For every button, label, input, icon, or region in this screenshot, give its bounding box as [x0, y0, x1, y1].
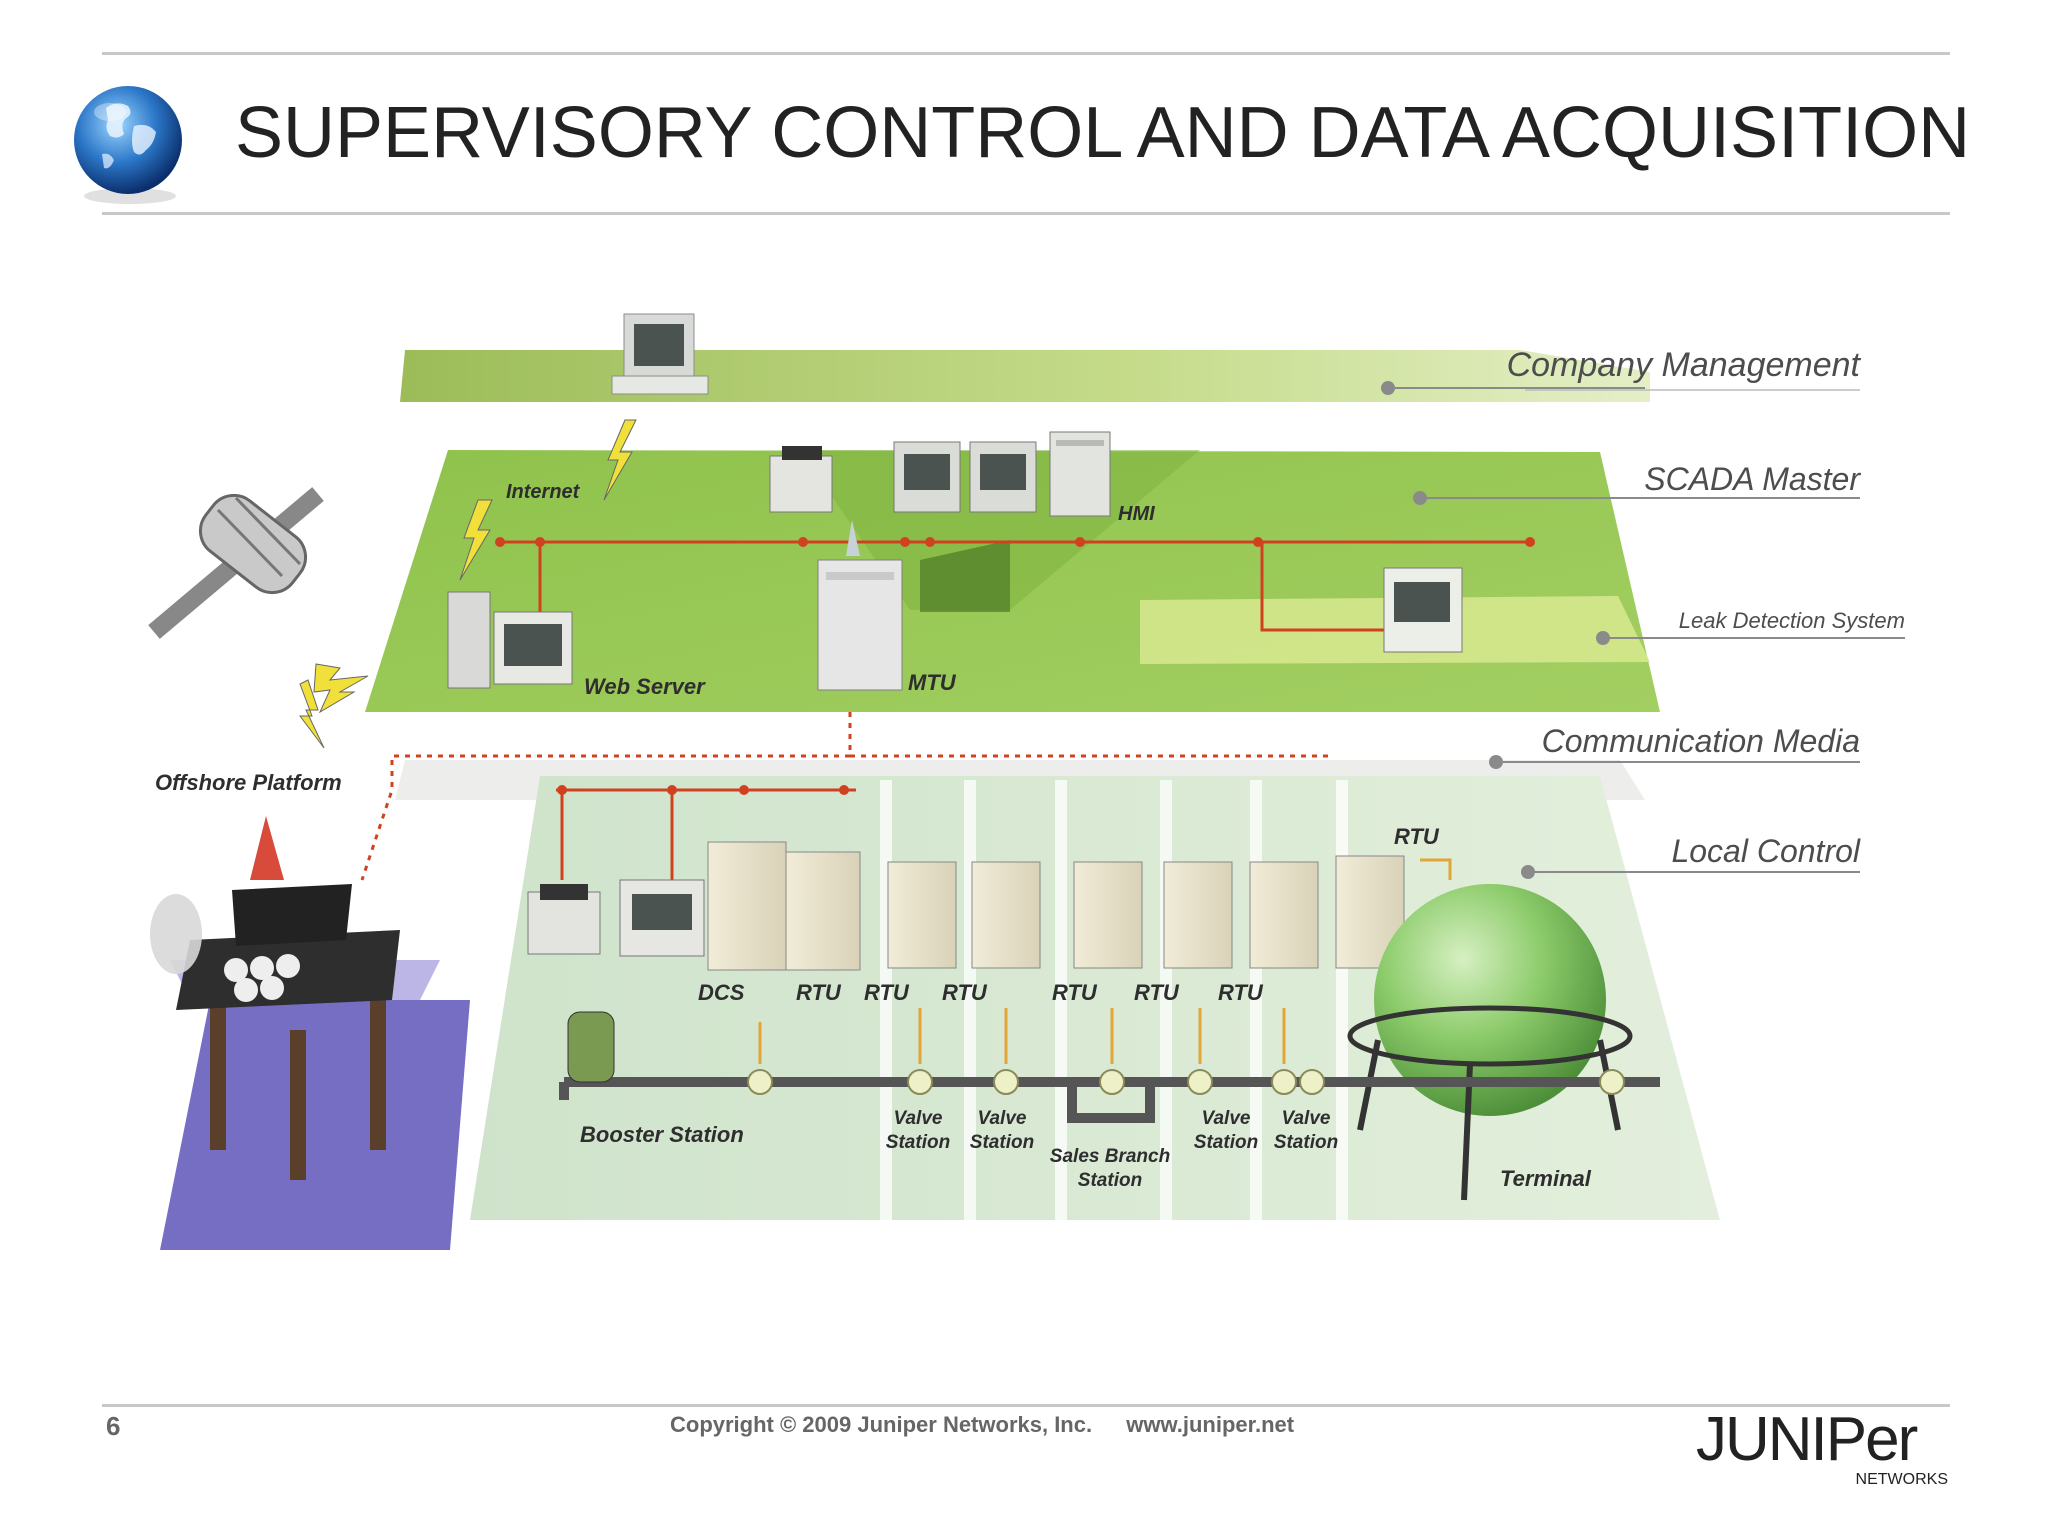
- label-rtu-2: RTU: [864, 980, 910, 1005]
- label-station: Station: [1194, 1132, 1258, 1153]
- top-rule: [102, 52, 1950, 55]
- label-scada-master: SCADA Master: [1644, 461, 1861, 497]
- label-web-server: Web Server: [584, 674, 706, 699]
- printer-icon: [769, 446, 833, 513]
- page-title: SUPERVISORY CONTROL AND DATA ACQUISITION: [235, 93, 1971, 173]
- valve-icon: [907, 1069, 933, 1095]
- pump-icon: [567, 1011, 615, 1083]
- computer-icon: [619, 879, 705, 957]
- label-station: Station: [970, 1132, 1034, 1153]
- scada-master-layer: HMI MTU Web Server Internet SCADA Master: [365, 419, 1905, 712]
- valve-icon: [993, 1069, 1019, 1095]
- label-booster-station: Booster Station: [580, 1122, 744, 1147]
- valve-icon: [1299, 1069, 1325, 1095]
- valve-icon: [1099, 1069, 1125, 1095]
- slide-number: 6: [106, 1411, 121, 1441]
- label-local-control: Local Control: [1671, 833, 1860, 869]
- server-icon: [447, 591, 491, 689]
- logo-subtext: NETWORKS: [1856, 1471, 1948, 1488]
- printer-icon: [527, 884, 601, 955]
- pipeline: [559, 1011, 1660, 1123]
- valve-icon: [1599, 1069, 1625, 1095]
- label-rtu-4: RTU: [1052, 980, 1098, 1005]
- label-valve: Valve: [1282, 1108, 1331, 1129]
- label-offshore-platform: Offshore Platform: [155, 770, 342, 795]
- label-sales-station: Station: [1078, 1170, 1142, 1191]
- oil-platform-icon: [150, 816, 470, 1250]
- label-company-management: Company Management: [1507, 346, 1862, 384]
- label-leak-detection: Leak Detection System: [1679, 608, 1905, 633]
- header-rule: [102, 212, 1950, 215]
- label-station: Station: [886, 1132, 950, 1153]
- computer-icon: [893, 441, 961, 513]
- label-rtu-1: RTU: [796, 980, 842, 1005]
- satellite-icon: [148, 487, 324, 639]
- label-sales-branch: Sales Branch: [1050, 1146, 1170, 1167]
- lightning-icon: [313, 663, 369, 714]
- computer-icon: [1383, 567, 1463, 653]
- label-rtu-top: RTU: [1394, 824, 1440, 849]
- valve-icon: [747, 1069, 773, 1095]
- label-internet: Internet: [506, 481, 581, 503]
- label-rtu-5: RTU: [1134, 980, 1180, 1005]
- website-link[interactable]: www.juniper.net: [1126, 1412, 1295, 1437]
- server-icon: [1049, 431, 1111, 517]
- copyright-text: Copyright © 2009 Juniper Networks, Inc.: [670, 1412, 1093, 1437]
- label-rtu-6: RTU: [1218, 980, 1264, 1005]
- label-rtu-3: RTU: [942, 980, 988, 1005]
- logo-wordmark: JUNIPer: [1696, 1408, 1918, 1474]
- label-hmi: HMI: [1118, 503, 1155, 525]
- lightning-icon: [459, 499, 493, 581]
- valve-icon: [1271, 1069, 1297, 1095]
- footer-rule: [102, 1404, 1950, 1407]
- juniper-logo: JUNIPer NETWORKS: [1696, 1408, 1948, 1488]
- server-icon: [817, 520, 903, 691]
- local-control-layer: Local Control RTU DCS RTU RTU RTU RTU RT…: [470, 776, 1861, 1220]
- footer-text: Copyright © 2009 Juniper Networks, Inc. …: [670, 1412, 1294, 1438]
- lightning-icon: [603, 419, 637, 501]
- computer-icon: [493, 611, 573, 685]
- label-station: Station: [1274, 1132, 1338, 1153]
- label-valve: Valve: [978, 1108, 1027, 1129]
- valve-icon: [1187, 1069, 1213, 1095]
- label-mtu: MTU: [908, 670, 957, 695]
- label-communication-media: Communication Media: [1542, 723, 1860, 759]
- computer-icon: [611, 313, 709, 395]
- label-dcs: DCS: [698, 980, 745, 1005]
- rtu-cabinets: [785, 851, 1405, 971]
- computer-icon: [969, 441, 1037, 513]
- company-management-layer: Company Management: [400, 313, 1862, 402]
- label-valve: Valve: [1202, 1108, 1251, 1129]
- globe-icon: [74, 86, 182, 204]
- cabinet-dcs: [707, 841, 787, 971]
- label-valve: Valve: [894, 1108, 943, 1129]
- lightning-icon: [299, 679, 325, 749]
- label-terminal: Terminal: [1500, 1166, 1592, 1191]
